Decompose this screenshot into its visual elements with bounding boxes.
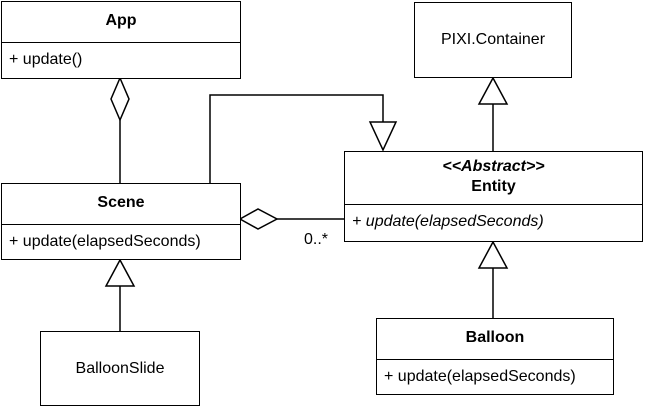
balloon-class-box: Balloon + update(elapsedSeconds) bbox=[376, 318, 614, 395]
scene-inheritance-triangle bbox=[104, 258, 136, 287]
app-method: + update() bbox=[2, 42, 240, 78]
entity-stereotype: <<Abstract>> bbox=[442, 158, 545, 175]
scene-method: + update(elapsedSeconds) bbox=[2, 224, 240, 259]
app-class-name: App bbox=[105, 12, 137, 29]
entity-class-name: Entity bbox=[471, 178, 516, 195]
pixi-container-class-box: PIXI.Container bbox=[414, 2, 572, 78]
balloonslide-class-name: BalloonSlide bbox=[75, 359, 165, 377]
entity-class-header: <<Abstract>> Entity bbox=[345, 152, 642, 204]
scene-aggregation-diamond bbox=[238, 208, 279, 230]
entity-method: + update(elapsedSeconds) bbox=[345, 204, 642, 240]
scene-class-box: Scene + update(elapsedSeconds) bbox=[1, 183, 241, 260]
app-class-box: App + update() bbox=[1, 1, 241, 79]
scene-entity-multiplicity: 0..* bbox=[304, 231, 329, 248]
entity-top-arrowhead bbox=[368, 121, 398, 152]
entity-class-box: <<Abstract>> Entity + update(elapsedSeco… bbox=[344, 151, 643, 242]
entity-inheritance-triangle bbox=[477, 240, 509, 269]
pixi-inheritance-triangle bbox=[477, 76, 509, 105]
balloonslide-class-box: BalloonSlide bbox=[40, 331, 200, 406]
balloon-method: + update(elapsedSeconds) bbox=[377, 359, 613, 394]
balloon-class-name: Balloon bbox=[465, 329, 525, 346]
pixi-container-class-name: PIXI.Container bbox=[440, 31, 546, 48]
app-aggregation-diamond bbox=[110, 76, 130, 122]
scene-entity-path-line bbox=[209, 94, 384, 183]
scene-class-name: Scene bbox=[97, 194, 145, 211]
